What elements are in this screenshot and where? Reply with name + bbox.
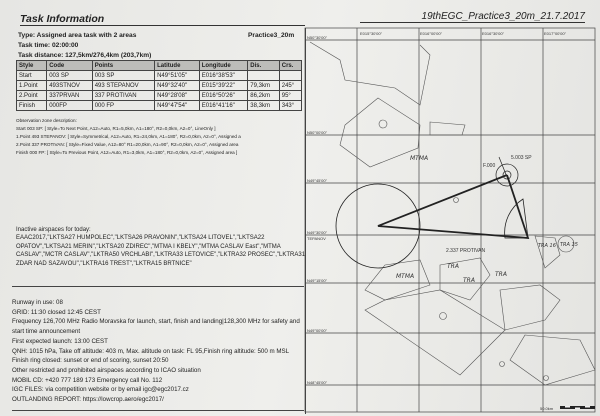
lat-label: N49°30'00"	[307, 230, 328, 235]
briefing-line: OUTLANDING REPORT: https://lowcrop.aero/…	[12, 396, 164, 404]
airspace-tra16	[534, 235, 561, 269]
map-left-border	[305, 28, 306, 414]
map-frame	[304, 27, 596, 413]
airport-marker	[543, 375, 549, 381]
handwritten-note: MTMA	[410, 155, 428, 162]
lon-label: E016°30'00"	[482, 31, 505, 36]
lon-label: E015°30'00"	[360, 31, 383, 36]
airport-marker	[453, 197, 459, 203]
airport-marker	[378, 119, 388, 129]
airspace	[429, 121, 466, 136]
airspace	[364, 289, 506, 376]
inactive-airspaces: Inactive airspaces for today: EAAC2017,"…	[16, 226, 306, 268]
airport-marker	[439, 312, 447, 320]
task-time: Task time: 02:00:00	[18, 42, 79, 49]
airspace-mtma	[339, 97, 421, 168]
airspace	[509, 334, 596, 386]
handwritten-note: TRA	[463, 277, 475, 284]
lat-label: N48°45'00"	[307, 380, 328, 385]
oz-line: Finish 000 FP: [ Style=To Previous Point…	[16, 150, 238, 155]
fp-label: F.000	[483, 163, 495, 169]
handwritten-note: MTMA	[396, 273, 414, 280]
briefing-line: GRID: 11:30 closed 12:45 CEST	[12, 308, 101, 316]
stepanov-area	[335, 183, 421, 269]
handwritten-note: TRA 16	[538, 243, 556, 249]
airspace-mtma	[364, 259, 431, 301]
start-cylinder	[495, 163, 519, 187]
sp-label: 5.003 SP	[511, 155, 532, 161]
oz-heading: Observation zone description:	[16, 118, 77, 123]
protivan-area	[504, 198, 529, 239]
handwritten-note: TRA	[447, 263, 459, 270]
task-distance: Task distance: 127,5km/276,4km (203,7km)	[18, 52, 152, 59]
stepanov-label: TEPANOV	[307, 236, 326, 241]
finish-ring	[502, 170, 512, 180]
briefing-line: Other restricted and prohibited airspace…	[12, 366, 201, 374]
oz-line: 2.Point 337 PROTIVAN: [ Style=Fixed Valu…	[16, 142, 239, 147]
lat-label: N49°00'00"	[307, 328, 328, 333]
airspace-tra15	[557, 235, 575, 253]
task-course-line	[377, 174, 530, 240]
lat-label: N49°45'00"	[307, 178, 328, 183]
lon-label: E016°00'00"	[420, 31, 443, 36]
oz-line: Start 003 SP: [ Style=To Next Point, A12…	[16, 126, 216, 131]
briefing-line: Runway in use: 08	[12, 299, 63, 306]
divider	[12, 410, 304, 411]
briefing-line: IGC FILES: via competition website or by…	[12, 386, 189, 394]
table-cell-dis: 38,3km	[247, 100, 280, 111]
briefing-line: Finish ring closed: sunset or end of sco…	[12, 357, 169, 365]
briefing-line: First expected launch: 13:00 CEST	[12, 337, 108, 345]
lat-label: N50°00'00"	[307, 130, 328, 135]
inactive-heading: Inactive airspaces for today:	[16, 227, 91, 233]
briefing-line: Frequency 126,700 MHz Radio Moravska for…	[12, 318, 300, 336]
table-cell-style: Finish	[15, 100, 48, 111]
handwritten-note: TRA 15	[560, 242, 578, 248]
inactive-list: EAAC2017,"LKTSA27 HUMPOLEC","LKTSA26 PRA…	[16, 235, 306, 267]
task-type: Type: Assigned area task with 2 areas	[18, 32, 137, 39]
scale-label: 50.0km	[540, 406, 554, 411]
scale-bar	[560, 406, 595, 409]
briefing-notes: Runway in use: 08 GRID: 11:30 closed 12:4…	[12, 298, 307, 405]
airspace-outlines	[309, 41, 596, 386]
handwritten-note: TRA	[495, 271, 507, 278]
divider	[12, 286, 304, 287]
table-cell-crs: 343°	[278, 100, 303, 111]
briefing-line: QNH: 1015 hPa, Take off altitude: 403 m,…	[12, 347, 290, 355]
airspace	[499, 284, 561, 331]
page-title: Task Information	[20, 13, 305, 26]
table-cell-latitude: N49°47'54"	[154, 100, 200, 111]
lat-label: N49°15'00"	[307, 278, 328, 283]
table-cell-points: 000 FP	[91, 100, 156, 111]
file-title: 19thEGC_Practice3_20m_21.7.2017	[360, 11, 585, 23]
task-points-table: Style Code Points Latitude Longitude Dis…	[15, 60, 303, 111]
protivan-label: 2.337 PROTIVAN	[446, 248, 485, 254]
oz-line: 1.Point 493 STEPANOV: [ Style=Symmetrica…	[16, 134, 241, 139]
briefing-line: MOBIL CD: +420 777 189 173 Emergency cal…	[12, 376, 163, 384]
airspace-tra	[439, 257, 491, 301]
airspace	[309, 41, 431, 106]
lon-label: E017°00'00"	[544, 31, 567, 36]
task-name: Practice3_20m	[248, 32, 295, 39]
airport-marker	[499, 361, 505, 367]
lat-label: N50°30'00"	[307, 35, 328, 40]
